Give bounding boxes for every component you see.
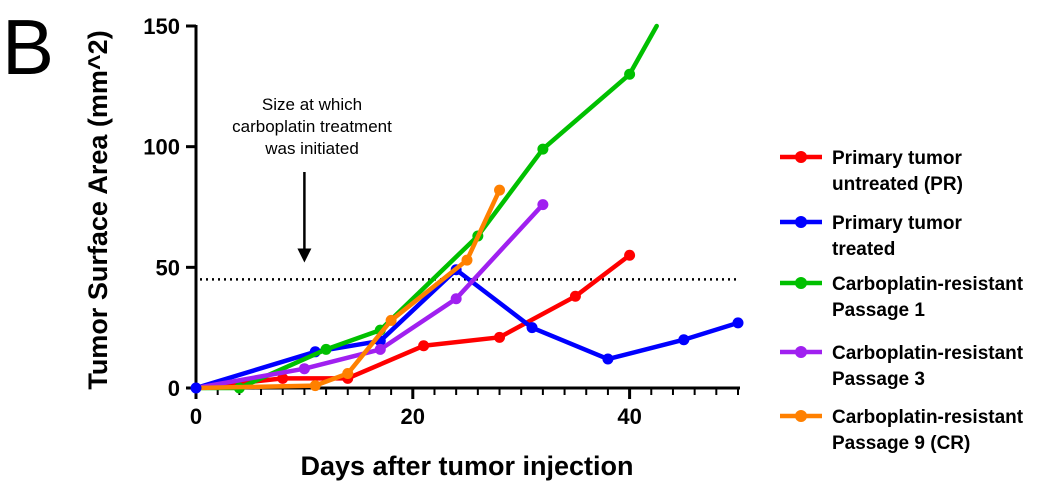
data-point (537, 199, 549, 211)
legend-item-1: Primary tumor untreated (PR) (780, 148, 963, 195)
x-axis-title: Days after tumor injection (300, 451, 633, 481)
series-1 (193, 249, 636, 391)
series-line (193, 23, 659, 391)
legend-label: Passage 3 (832, 369, 925, 390)
legend-swatch-dot (795, 277, 807, 289)
legend-label: Carboplatin-resistant (832, 343, 1024, 364)
data-point (602, 353, 614, 365)
legend-label: treated (832, 239, 895, 260)
data-point (732, 317, 744, 329)
data-point (277, 372, 289, 384)
data-point (374, 343, 386, 355)
data-point (494, 184, 506, 196)
data-point (624, 249, 636, 261)
panel-label: B (2, 3, 54, 91)
series-line (193, 187, 502, 391)
legend-swatch-dot (795, 216, 807, 228)
annotation-text: was initiated (264, 139, 359, 158)
legend-label: Carboplatin-resistant (832, 407, 1024, 428)
legend-label: Passage 1 (832, 300, 925, 321)
data-point (678, 334, 690, 346)
legend-label: Carboplatin-resistant (832, 274, 1024, 295)
data-point (342, 368, 354, 380)
data-point (624, 68, 636, 80)
y-axis-title: Tumor Surface Area (mm^2) (83, 30, 113, 389)
legend-label: Primary tumor (832, 213, 962, 234)
legend-swatch-dot (795, 410, 807, 422)
origin-point (190, 382, 202, 394)
data-point (526, 322, 538, 334)
series-5 (193, 184, 506, 392)
arrow-head (297, 248, 312, 263)
series-3 (193, 23, 659, 394)
data-point (320, 343, 332, 355)
legend-item-2: Primary tumor treated (780, 213, 962, 260)
y-tick-label: 0 (168, 376, 180, 401)
y-tick-label: 50 (156, 255, 180, 280)
legend-label: untreated (PR) (832, 174, 963, 195)
data-point (537, 143, 549, 155)
data-point (450, 293, 462, 305)
data-point (385, 314, 397, 326)
data-point (309, 380, 321, 392)
annotation-text: carboplatin treatment (232, 117, 392, 136)
y-tick-label: 150 (143, 14, 180, 39)
data-point (494, 331, 506, 343)
x-tick-label: 0 (190, 404, 202, 429)
legend-label: Primary tumor (832, 148, 962, 169)
annotation: Size at which carboplatin treatment was in… (200, 95, 738, 281)
annotation-text: Size at which (262, 95, 362, 114)
axes: 0 50 100 150 0 20 40 (143, 14, 740, 429)
data-point (569, 290, 581, 302)
x-tick-label: 20 (401, 404, 425, 429)
y-tick-label: 100 (143, 135, 180, 160)
data-point (298, 363, 310, 375)
legend-swatch-dot (795, 151, 807, 163)
series-4 (193, 199, 549, 391)
series-layer (190, 23, 744, 394)
data-point (418, 340, 430, 352)
data-point (461, 254, 473, 266)
legend-label: Passage 9 (CR) (832, 433, 970, 454)
x-tick-label: 40 (617, 404, 641, 429)
legend-swatch-dot (795, 346, 807, 358)
